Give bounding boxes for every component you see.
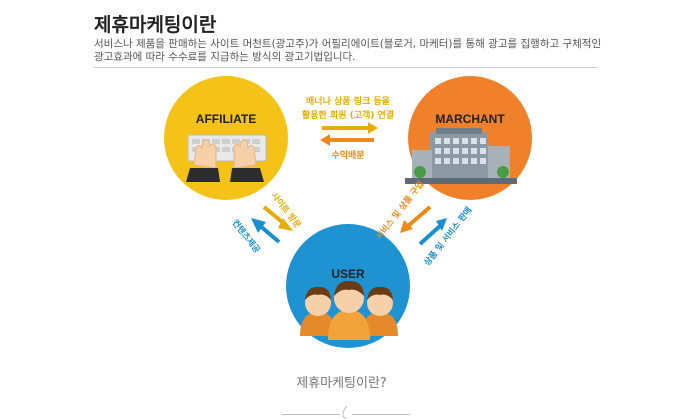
divider <box>352 414 410 415</box>
keyboard-hands-icon <box>186 134 267 182</box>
top-flow-bottom: 수익배분 <box>331 149 364 161</box>
top-flow-line2: 활용한 회원 (고객) 연결 <box>302 109 394 121</box>
arrow-down-left-icon <box>400 205 432 233</box>
page-description: 서비스나 제품을 판매하는 사이트 머천트(광고주)가 어필리에이트(블로거, … <box>94 38 602 63</box>
top-flow: 배너나 상품 링크 등을 활용한 회원 (고객) 연결 수익배분 <box>302 95 394 161</box>
affiliate-label: AFFILIATE <box>196 112 256 126</box>
building-icon <box>405 128 517 184</box>
arrow-up-left-icon <box>251 218 281 244</box>
user-node: USER <box>286 224 410 348</box>
arrow-down-right-icon <box>262 205 293 231</box>
arrow-left-icon <box>320 134 374 146</box>
divider <box>94 67 598 68</box>
top-flow-line1: 배너나 상품 링크 등을 <box>306 95 390 107</box>
right-flow-down-label: 서비스 및 상품 구입 <box>374 179 427 242</box>
page-title: 제휴마케팅이란 <box>94 14 217 36</box>
merchant-label: MARCHANT <box>435 112 505 126</box>
divider <box>282 414 340 415</box>
diagram-caption: 제휴마케팅이란? <box>296 376 387 391</box>
arrow-right-icon <box>322 122 378 134</box>
affiliate-node: AFFILIATE <box>164 76 288 200</box>
people-icon <box>300 280 398 340</box>
user-label: USER <box>331 267 365 281</box>
left-flow: 사이트 방문 컨텐츠제공 <box>230 191 304 256</box>
decorative-mark-icon <box>342 405 348 419</box>
arrow-up-right-icon <box>418 218 447 246</box>
merchant-node: MARCHANT <box>405 76 532 200</box>
